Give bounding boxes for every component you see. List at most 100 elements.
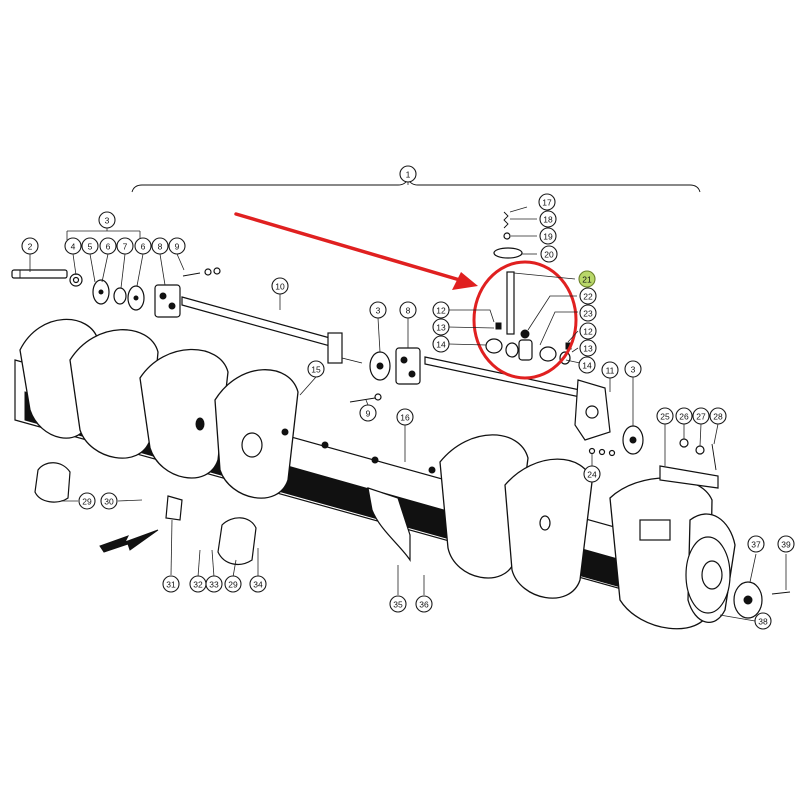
callout-circle — [579, 304, 597, 322]
callout-circle — [369, 301, 387, 319]
callout-circle — [579, 339, 597, 357]
right-shaft-11 — [424, 356, 644, 457]
callout-14: 14 — [432, 335, 450, 353]
callout-8: 8 — [399, 301, 417, 319]
callout-circle — [579, 287, 597, 305]
callout-circle — [692, 407, 710, 425]
callout-number: 26 — [679, 412, 689, 422]
callout-9: 9 — [359, 404, 377, 422]
callout-number: 19 — [543, 232, 553, 242]
red-highlight-circle — [472, 260, 578, 380]
callout-number: 8 — [158, 242, 163, 252]
callout-circle — [151, 237, 169, 255]
callout-number: 21 — [582, 275, 592, 285]
callout-number: 10 — [275, 282, 285, 292]
callout-circle — [579, 322, 597, 340]
flow-direction-arrow — [99, 529, 159, 553]
callout-32: 32 — [189, 575, 207, 593]
callout-17: 17 — [538, 193, 556, 211]
callout-number: 25 — [660, 412, 670, 422]
callout-circle — [81, 237, 99, 255]
callout-circle — [539, 210, 557, 228]
callout-number: 32 — [193, 580, 203, 590]
callout-circle — [396, 408, 414, 426]
assembly-bracket — [131, 176, 701, 193]
callout-circle — [224, 575, 242, 593]
callout-18: 18 — [539, 210, 557, 228]
callout-circle — [134, 237, 152, 255]
tube-holes — [195, 417, 551, 531]
callout-circle — [168, 237, 186, 255]
callout-circle — [64, 237, 82, 255]
callout-34: 34 — [249, 575, 267, 593]
callout-number: 3 — [631, 365, 636, 375]
callout-35: 35 — [389, 595, 407, 613]
callout-8: 8 — [151, 237, 169, 255]
callout-21: 21 — [578, 270, 596, 288]
callout-14: 14 — [578, 356, 596, 374]
callout-16: 16 — [396, 408, 414, 426]
callout-circle — [432, 301, 450, 319]
callout-circle — [540, 245, 558, 263]
callout-circle — [709, 407, 727, 425]
callout-circle — [624, 360, 642, 378]
callout-number: 11 — [606, 366, 615, 376]
callout-circle — [656, 407, 674, 425]
callout-number: 2 — [28, 242, 33, 252]
callout-circle — [399, 165, 417, 183]
callout-number: 18 — [543, 215, 553, 225]
callout-number: 5 — [88, 242, 93, 252]
callout-number: 12 — [583, 327, 593, 337]
callout-circle — [271, 277, 289, 295]
callout-5: 5 — [81, 237, 99, 255]
callout-3: 3 — [98, 211, 116, 229]
callout-10: 10 — [271, 277, 289, 295]
callout-11: 11 — [601, 361, 619, 379]
red-annotation-arrow — [234, 212, 478, 290]
callout-26: 26 — [675, 407, 693, 425]
callout-3: 3 — [624, 360, 642, 378]
callout-number: 29 — [82, 497, 92, 507]
callout-circle — [98, 211, 116, 229]
callout-28: 28 — [709, 407, 727, 425]
callout-29: 29 — [78, 492, 96, 510]
callout-13: 13 — [432, 318, 450, 336]
callout-number: 33 — [209, 580, 219, 590]
callout-number: 23 — [583, 309, 593, 319]
callout-circle — [389, 595, 407, 613]
callout-19: 19 — [539, 227, 557, 245]
callout-circle — [359, 404, 377, 422]
callout-38: 38 — [754, 612, 772, 630]
callout-25: 25 — [656, 407, 674, 425]
callout-36: 36 — [415, 595, 433, 613]
callout-circle — [205, 575, 223, 593]
callout-24: 24 — [583, 465, 601, 483]
callout-4: 4 — [64, 237, 82, 255]
callout-circle — [162, 575, 180, 593]
callout-9: 9 — [168, 237, 186, 255]
callout-circle — [78, 492, 96, 510]
callout-number: 27 — [696, 412, 706, 422]
callout-number: 6 — [141, 242, 146, 252]
callout-number: 17 — [542, 198, 552, 208]
callout-15: 15 — [307, 360, 325, 378]
callout-number: 3 — [105, 216, 110, 226]
callout-circle — [578, 356, 596, 374]
callout-circle — [777, 535, 795, 553]
callout-number: 29 — [228, 580, 238, 590]
callout-number: 7 — [123, 242, 128, 252]
callout-number: 30 — [104, 497, 114, 507]
callout-circle — [116, 237, 134, 255]
callout-circle — [249, 575, 267, 593]
callout-30: 30 — [100, 492, 118, 510]
callout-circle — [754, 612, 772, 630]
callout-circle — [432, 335, 450, 353]
callout-number: 22 — [583, 292, 593, 302]
callout-circle — [100, 492, 118, 510]
callout-number: 14 — [436, 340, 446, 350]
cover-plates — [34, 462, 411, 566]
callout-number: 8 — [406, 306, 411, 316]
callout-circle — [399, 301, 417, 319]
callout-number: 6 — [106, 242, 111, 252]
